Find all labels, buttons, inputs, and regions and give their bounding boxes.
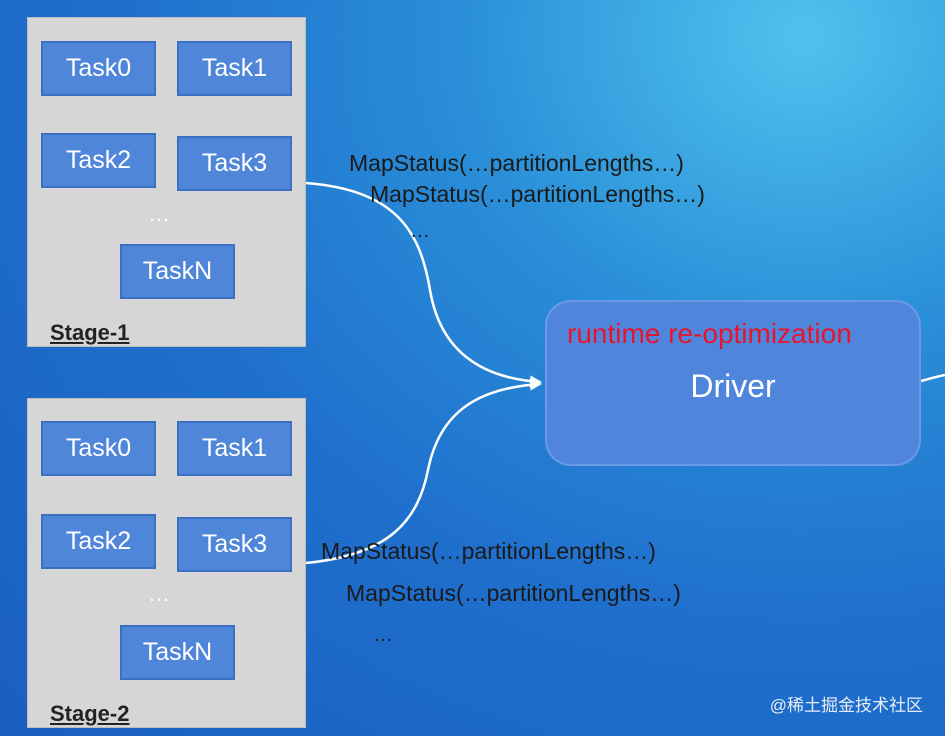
- stage-2-task-2: Task2: [41, 514, 156, 569]
- top-message-ellipsis: …: [410, 220, 430, 242]
- stage-2-task-3: Task3: [177, 517, 292, 572]
- stage-2-label: Stage-2: [50, 701, 130, 726]
- arrow-driver-out: [920, 373, 945, 383]
- stage-1-task-2: Task2: [41, 133, 156, 188]
- stage-1-label: Stage-1: [50, 320, 130, 345]
- stage-1-task-n: TaskN: [120, 244, 235, 299]
- driver-box: runtime re-optimization Driver: [545, 300, 921, 466]
- stage-2-task-0: Task0: [41, 421, 156, 476]
- watermark: @稀土掘金技术社区: [769, 696, 923, 715]
- stage-1-task-3: Task3: [177, 136, 292, 191]
- top-message-2: MapStatus(…partitionLengths…): [370, 181, 705, 207]
- arrow-stage-1-to-driver: [305, 181, 542, 388]
- arrow-stage-2-to-driver: [305, 378, 542, 565]
- stage-2-task-n: TaskN: [120, 625, 235, 680]
- stage-1-ellipsis: …: [148, 201, 172, 226]
- bottom-message-2: MapStatus(…partitionLengths…): [346, 580, 681, 606]
- top-message-1: MapStatus(…partitionLengths…): [349, 150, 684, 176]
- stage-1-box: Task0 Task1 Task2 Task3 … TaskN Stage-1: [27, 17, 306, 347]
- stage-2-box: Task0 Task1 Task2 Task3 … TaskN Stage-2: [27, 398, 306, 728]
- stage-2-ellipsis: …: [148, 581, 172, 606]
- driver-label: Driver: [690, 368, 776, 404]
- stage-1-task-0: Task0: [41, 41, 156, 96]
- stage-1-task-1: Task1: [177, 41, 292, 96]
- bottom-message-ellipsis: …: [373, 624, 393, 646]
- runtime-reoptimization-note: runtime re-optimization: [567, 318, 852, 349]
- bottom-message-1: MapStatus(…partitionLengths…): [321, 538, 656, 564]
- stage-2-task-1: Task1: [177, 421, 292, 476]
